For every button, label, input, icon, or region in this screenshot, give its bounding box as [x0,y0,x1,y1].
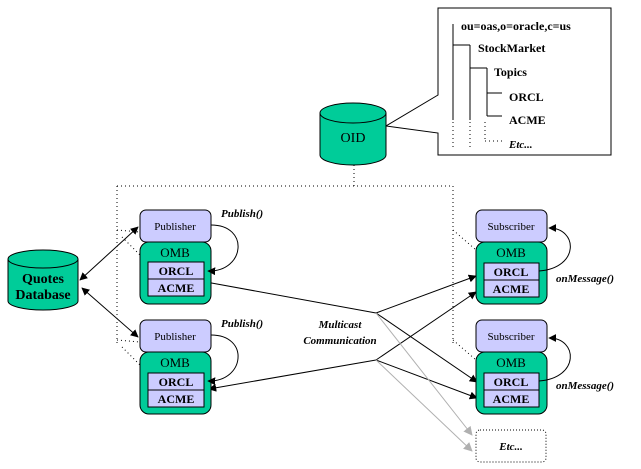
publish-arrow [207,334,239,386]
publisher-node-2: Publisher OMB ORCL ACME Publish() [139,318,263,415]
tree-lines [452,24,502,150]
etc-label: Etc... [498,441,523,453]
topic-acme-label: ACME [158,281,195,295]
publish-label: Publish() [221,318,263,330]
topic-acme-label: ACME [493,392,530,406]
subscriber-node-1: Subscriber OMB ORCL ACME onMessage() [475,209,614,305]
multicast-etc-lines [375,312,473,452]
publisher-node-1: Publisher OMB ORCL ACME Publish() [139,208,263,305]
etc-box: Etc... [475,429,547,463]
omb-label: OMB [496,355,526,370]
subscriber-label: Subscriber [487,331,534,343]
quotes-db-line2: Database [15,288,70,303]
multicast-label-2: Communication [303,335,376,347]
topic-acme[interactable] [147,389,205,408]
topic-orcl-label: ORCL [159,375,194,389]
topic-acme-label: ACME [158,392,195,406]
directory-callout: ou=oas,o=oracle,c=us StockMarket Topics … [384,7,612,156]
subscriber-node-2: Subscriber OMB ORCL ACME onMessage() [475,319,614,415]
quotes-db-line1: Quotes [22,272,65,287]
topic-acme-label: ACME [493,282,530,296]
omb-label: OMB [160,245,190,260]
multicast-label-1: Multicast [318,319,363,331]
tree-etc: Etc... [508,139,533,151]
callout-outline [384,7,612,156]
tree-stockmarket: StockMarket [478,41,545,55]
tree-root: ou=oas,o=oracle,c=us [461,19,571,33]
onmessage-label: onMessage() [556,380,614,392]
topic-orcl-label: ORCL [494,265,529,279]
topic-acme[interactable] [147,278,205,297]
tree-acme: ACME [509,113,546,127]
db-publisher1-arrow [79,226,139,281]
publish-label: Publish() [221,208,263,220]
publisher-label: Publisher [154,221,196,233]
tree-orcl: ORCL [509,90,544,104]
onmessage-arrow [538,334,571,382]
omb-label: OMB [160,355,190,370]
onmessage-label: onMessage() [556,273,614,285]
topic-orcl-label: ORCL [159,264,194,278]
topic-orcl-label: ORCL [494,375,529,389]
publisher-label: Publisher [154,331,196,343]
oid-cylinder: OID [319,102,387,166]
topic-acme[interactable] [483,389,540,408]
omb-label: OMB [496,245,526,260]
topic-acme[interactable] [483,279,540,298]
tree-topics: Topics [494,65,527,79]
quotes-database-cylinder: Quotes Database [7,249,79,311]
subscriber-label: Subscriber [487,221,534,233]
publish-arrow [207,224,239,276]
onmessage-arrow [538,224,571,272]
oid-label: OID [341,131,366,146]
db-publisher2-arrow [81,287,139,338]
multicast-lines [205,274,478,400]
